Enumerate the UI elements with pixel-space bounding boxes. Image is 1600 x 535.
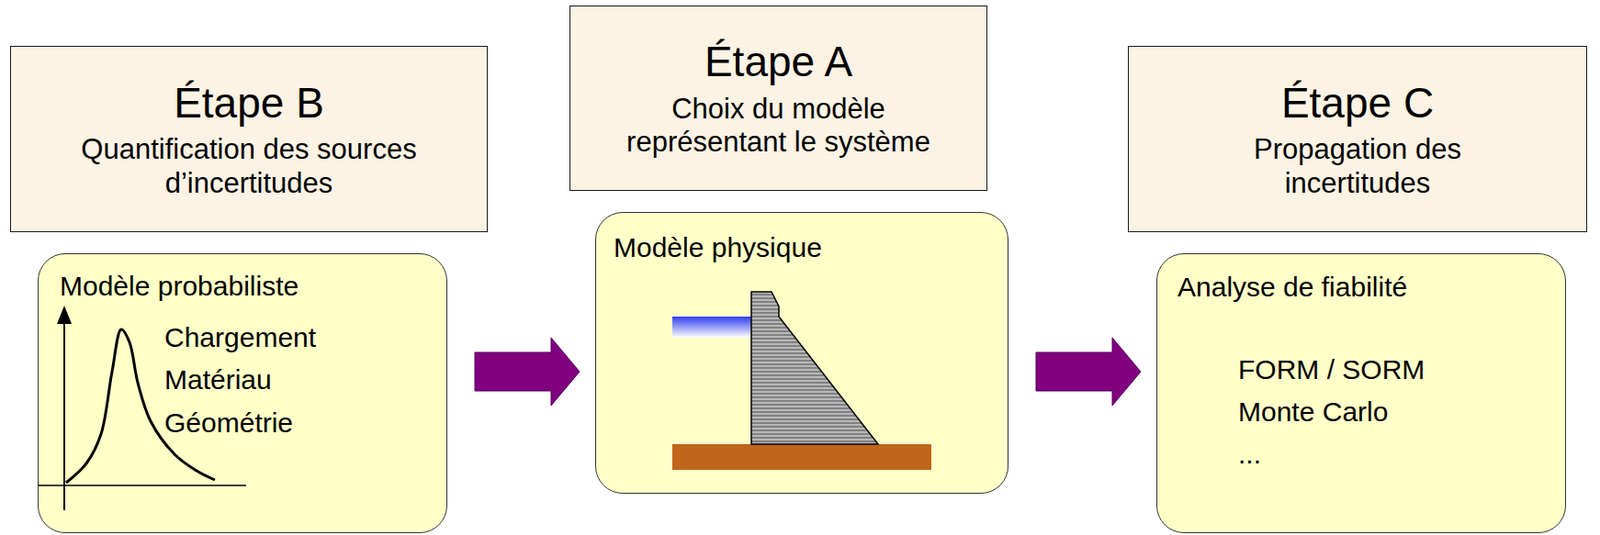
content-panel: Analyse de fiabilitéFORM / SORM Monte Car… <box>1156 253 1567 534</box>
step-title: Étape B <box>173 78 325 128</box>
panel-title: Modèle probabiliste <box>59 270 299 303</box>
step-header-box: Étape AChoix du modèle représentant le s… <box>569 5 988 192</box>
content-panel: Modèle physique <box>595 212 1009 495</box>
panel-title: Analyse de fiabilité <box>1177 270 1408 304</box>
list-item: FORM / SORM <box>1238 353 1425 386</box>
step-header-box: Étape CPropagation des incertitudes <box>1127 45 1588 233</box>
panel-title: Modèle physique <box>613 231 823 264</box>
list-item: Chargement <box>164 321 316 354</box>
step-title: Étape A <box>704 36 853 87</box>
list-item: Géométrie <box>164 406 293 440</box>
step-header-box: Étape BQuantification des sources d’ince… <box>10 45 488 233</box>
step-subtitle: Quantification des sources d’incertitude… <box>74 133 424 201</box>
step-subtitle: Propagation des incertitudes <box>1219 133 1496 201</box>
step-subtitle: Choix du modèle représentant le système <box>604 92 954 160</box>
block-arrow <box>1036 338 1141 406</box>
content-panel: Modèle probabilisteChargementMatériauGéo… <box>37 253 448 534</box>
step-title: Étape C <box>1281 78 1434 128</box>
list-item: Monte Carlo <box>1238 395 1388 429</box>
list-item: ... <box>1238 438 1262 471</box>
list-item: Matériau <box>164 363 272 396</box>
block-arrow <box>474 338 580 406</box>
